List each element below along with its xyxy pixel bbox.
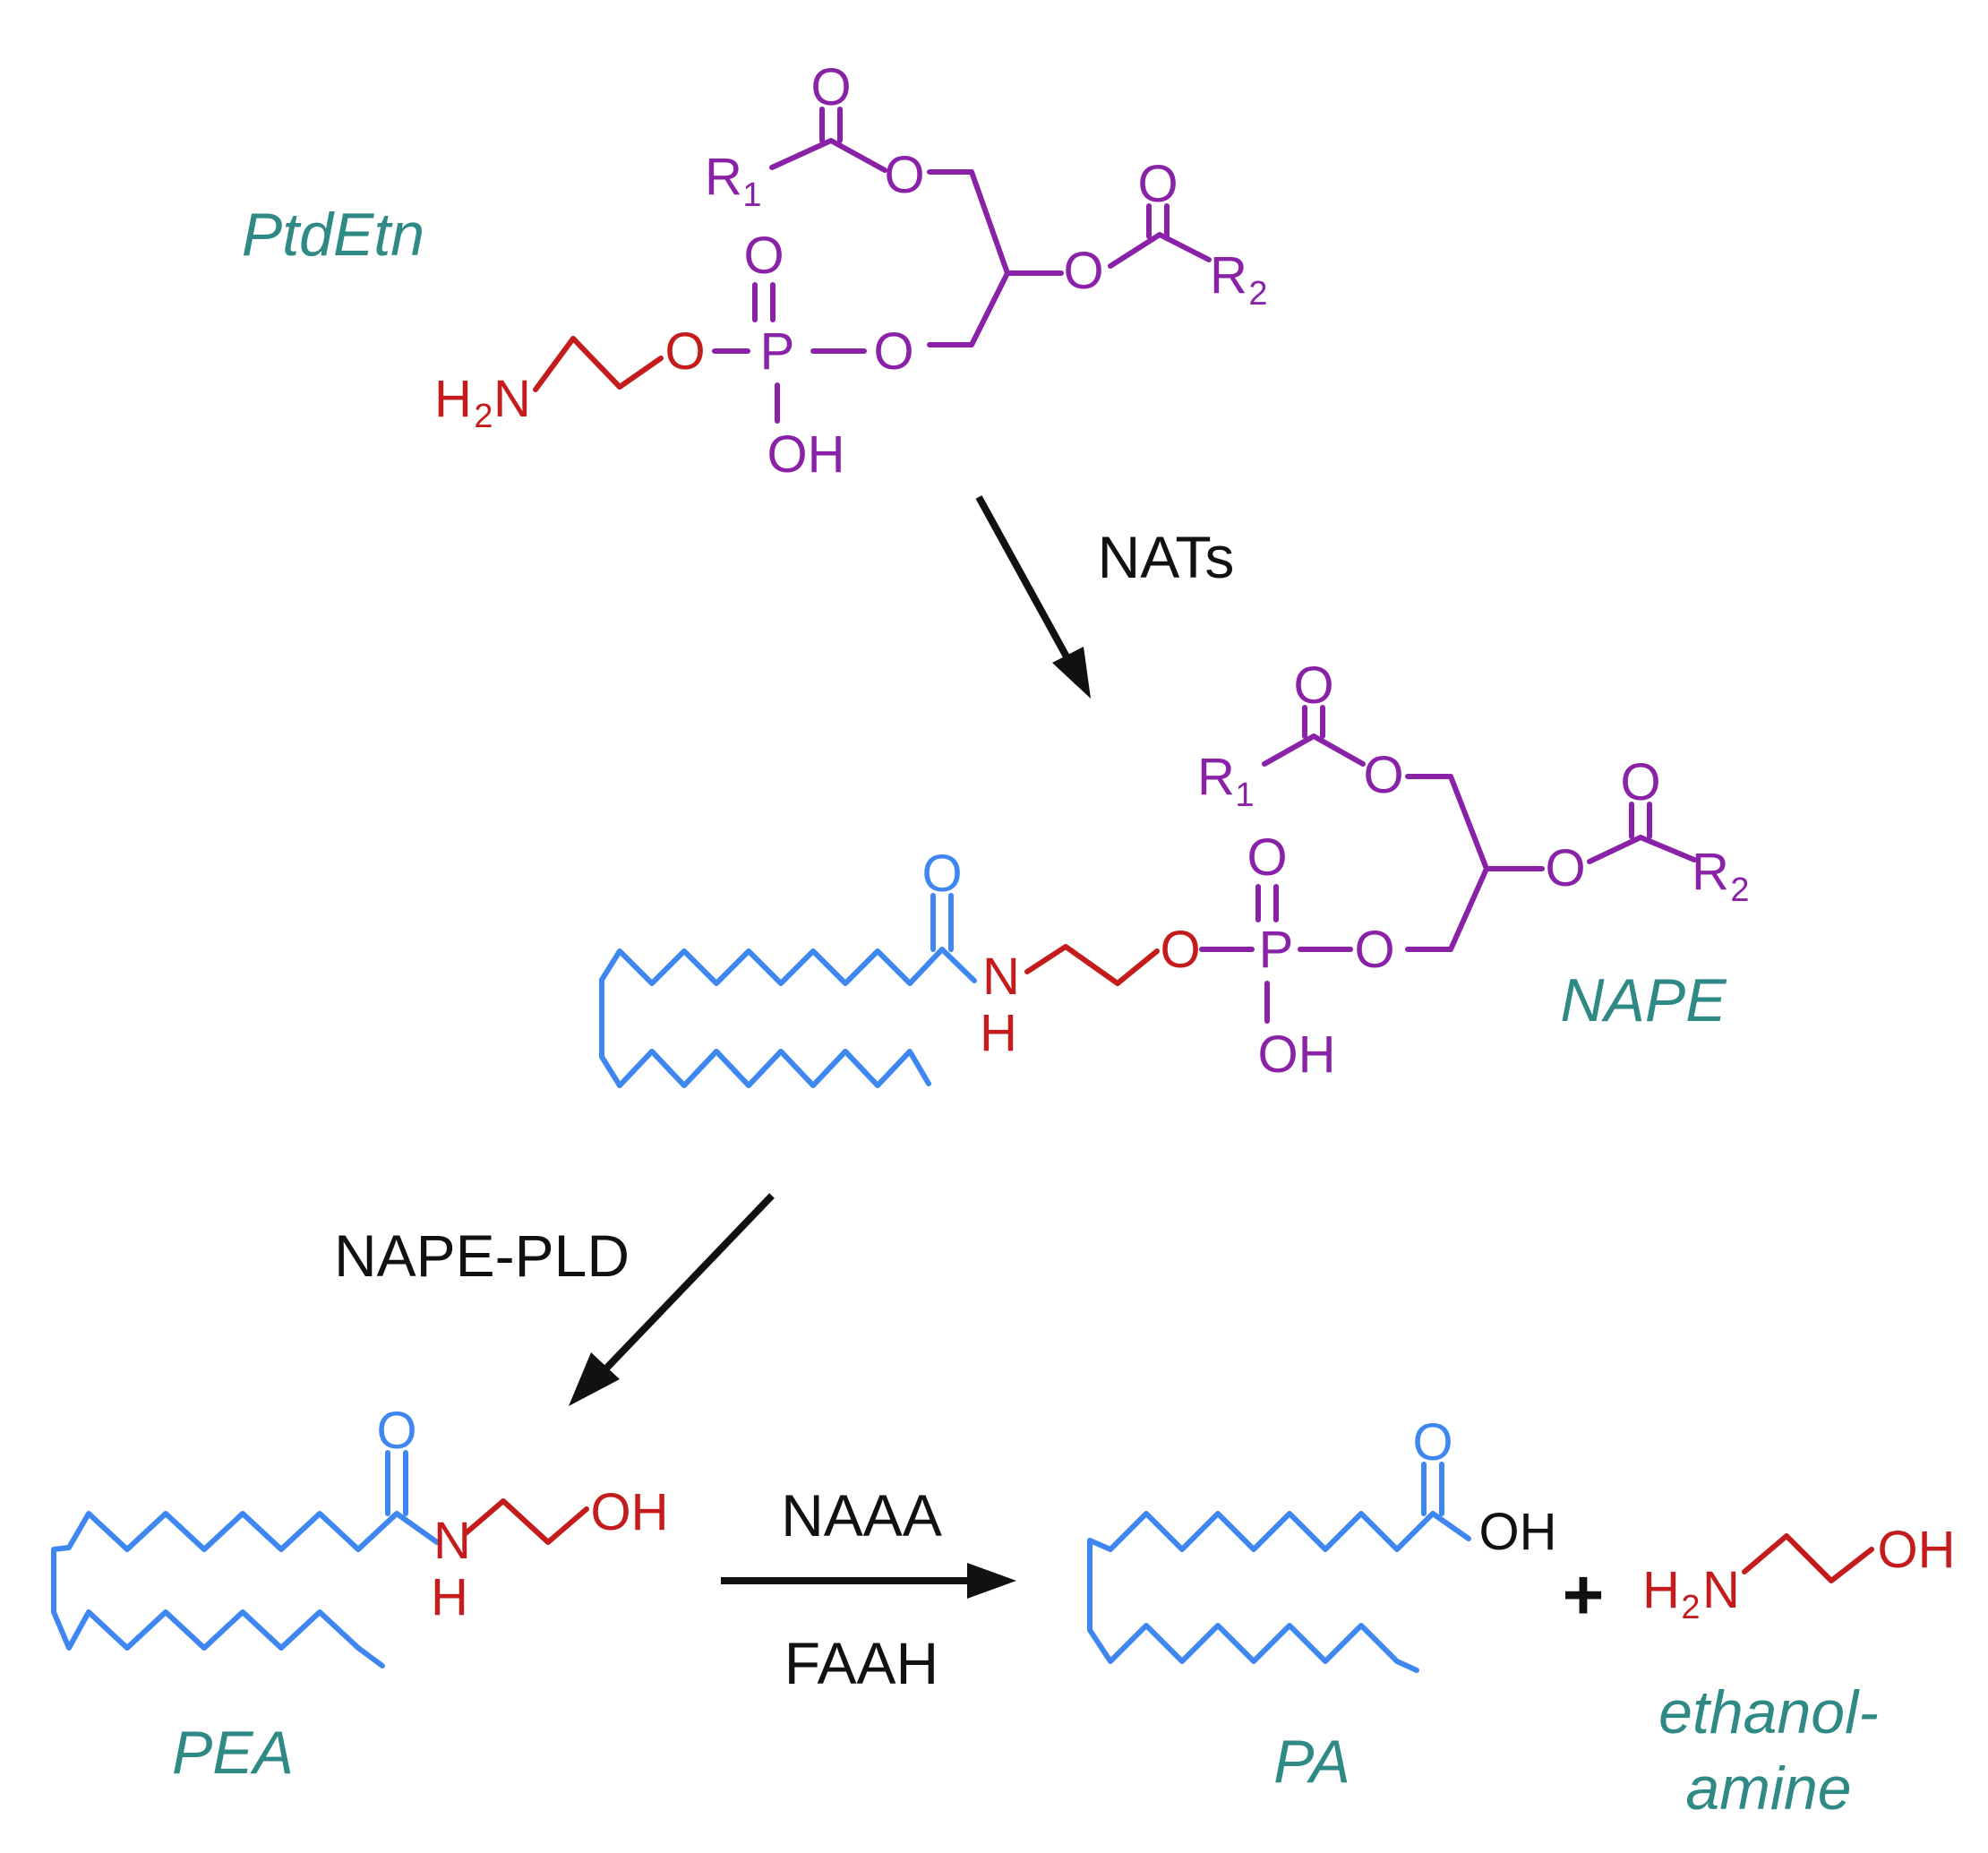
nape-atom-r2-sub: 2 (1730, 871, 1749, 909)
ethanolamine-structure: H 2 N OH ethanol- amine (1642, 1521, 1955, 1823)
pea-atom-n: N (433, 1512, 471, 1570)
nape-atom-r1: R (1197, 748, 1235, 806)
ethanolamine-atom-n: N (1702, 1561, 1740, 1619)
ethanolamine-atom-oh: OH (1878, 1521, 1956, 1579)
ethanolamine-atom-h-sub: 2 (1681, 1589, 1700, 1626)
nape-atom-o-carbonyl2: O (1620, 753, 1660, 811)
nats-arrow: NATs (975, 495, 1235, 699)
ptdetn-atom-oh: OH (767, 425, 845, 484)
nape-atom-o-ethanolamine: O (1160, 921, 1200, 979)
nape-atom-p: P (1259, 921, 1294, 979)
ethanolamine-label-line2: amine (1685, 1754, 1851, 1823)
ptdetn-atom-o-carbonyl2: O (1137, 155, 1178, 213)
ptdetn-atom-h-sub: 2 (474, 398, 493, 435)
nape-atom-r2: R (1692, 843, 1729, 901)
ptdetn-atom-o-bridge: O (873, 322, 913, 381)
ptdetn-atom-n: N (493, 370, 531, 428)
pea-structure: O N H OH PEA (51, 1402, 669, 1787)
naaa-faah-arrow: NAAA FAAH (721, 1482, 1016, 1696)
pea-label: PEA (172, 1719, 294, 1787)
ptdetn-atom-r1: R (705, 148, 742, 206)
nape-pld-arrow: NAPE-PLD (334, 1193, 775, 1406)
nape-pld-label: NAPE-PLD (334, 1222, 630, 1289)
ptdetn-atom-p: P (760, 322, 795, 381)
pa-label: PA (1273, 1728, 1350, 1796)
ptdetn-label: PtdEtn (242, 201, 424, 269)
ptdetn-atom-o-ester2: O (1063, 242, 1103, 300)
pa-structure: O OH PA (1087, 1413, 1557, 1796)
nape-atom-o-bridge: O (1354, 921, 1394, 979)
ethanolamine-label-line1: ethanol- (1658, 1678, 1879, 1746)
nape-structure: O O R 1 O O R 2 O P O OH O N H O NAPE (599, 656, 1750, 1088)
ptdetn-atom-r2: R (1210, 246, 1247, 305)
ptdetn-atom-o-ester1: O (884, 146, 924, 204)
nape-atom-o-ester2: O (1545, 839, 1585, 897)
ptdetn-atom-h: H (434, 370, 472, 428)
nape-atom-o-carbonyl1: O (1293, 656, 1333, 715)
naaa-label: NAAA (781, 1482, 942, 1548)
nape-atom-h: H (980, 1004, 1017, 1062)
ptdetn-atom-o-phosphoryl: O (743, 227, 784, 285)
ptdetn-atom-o-ethanolamine: O (664, 322, 705, 381)
nape-atom-r1-sub: 1 (1235, 776, 1254, 814)
ptdetn-structure: O O R 1 O O R 2 O P O OH O H 2 N PtdEtn (242, 58, 1268, 484)
nape-label: NAPE (1560, 966, 1727, 1034)
pea-atom-o-amide: O (376, 1402, 416, 1460)
nape-atom-o-phosphoryl: O (1247, 828, 1287, 887)
nape-atom-n: N (982, 948, 1020, 1006)
pea-atom-h: H (431, 1568, 468, 1626)
pea-atom-oh: OH (591, 1483, 669, 1541)
ptdetn-atom-o-carbonyl1: O (810, 58, 851, 116)
ethanolamine-atom-h: H (1642, 1561, 1680, 1619)
ptdetn-atom-r1-sub: 1 (742, 176, 761, 214)
nape-atom-o-amide: O (921, 845, 962, 903)
nape-atom-oh: OH (1258, 1025, 1336, 1084)
pa-atom-oh: OH (1479, 1503, 1557, 1561)
nats-label: NATs (1098, 524, 1235, 590)
pa-atom-o-carbonyl: O (1412, 1413, 1452, 1471)
plus-sign: + (1563, 1555, 1605, 1634)
faah-label: FAAH (784, 1630, 938, 1696)
nape-atom-o-ester1: O (1363, 746, 1403, 804)
ptdetn-atom-r2-sub: 2 (1248, 275, 1267, 313)
